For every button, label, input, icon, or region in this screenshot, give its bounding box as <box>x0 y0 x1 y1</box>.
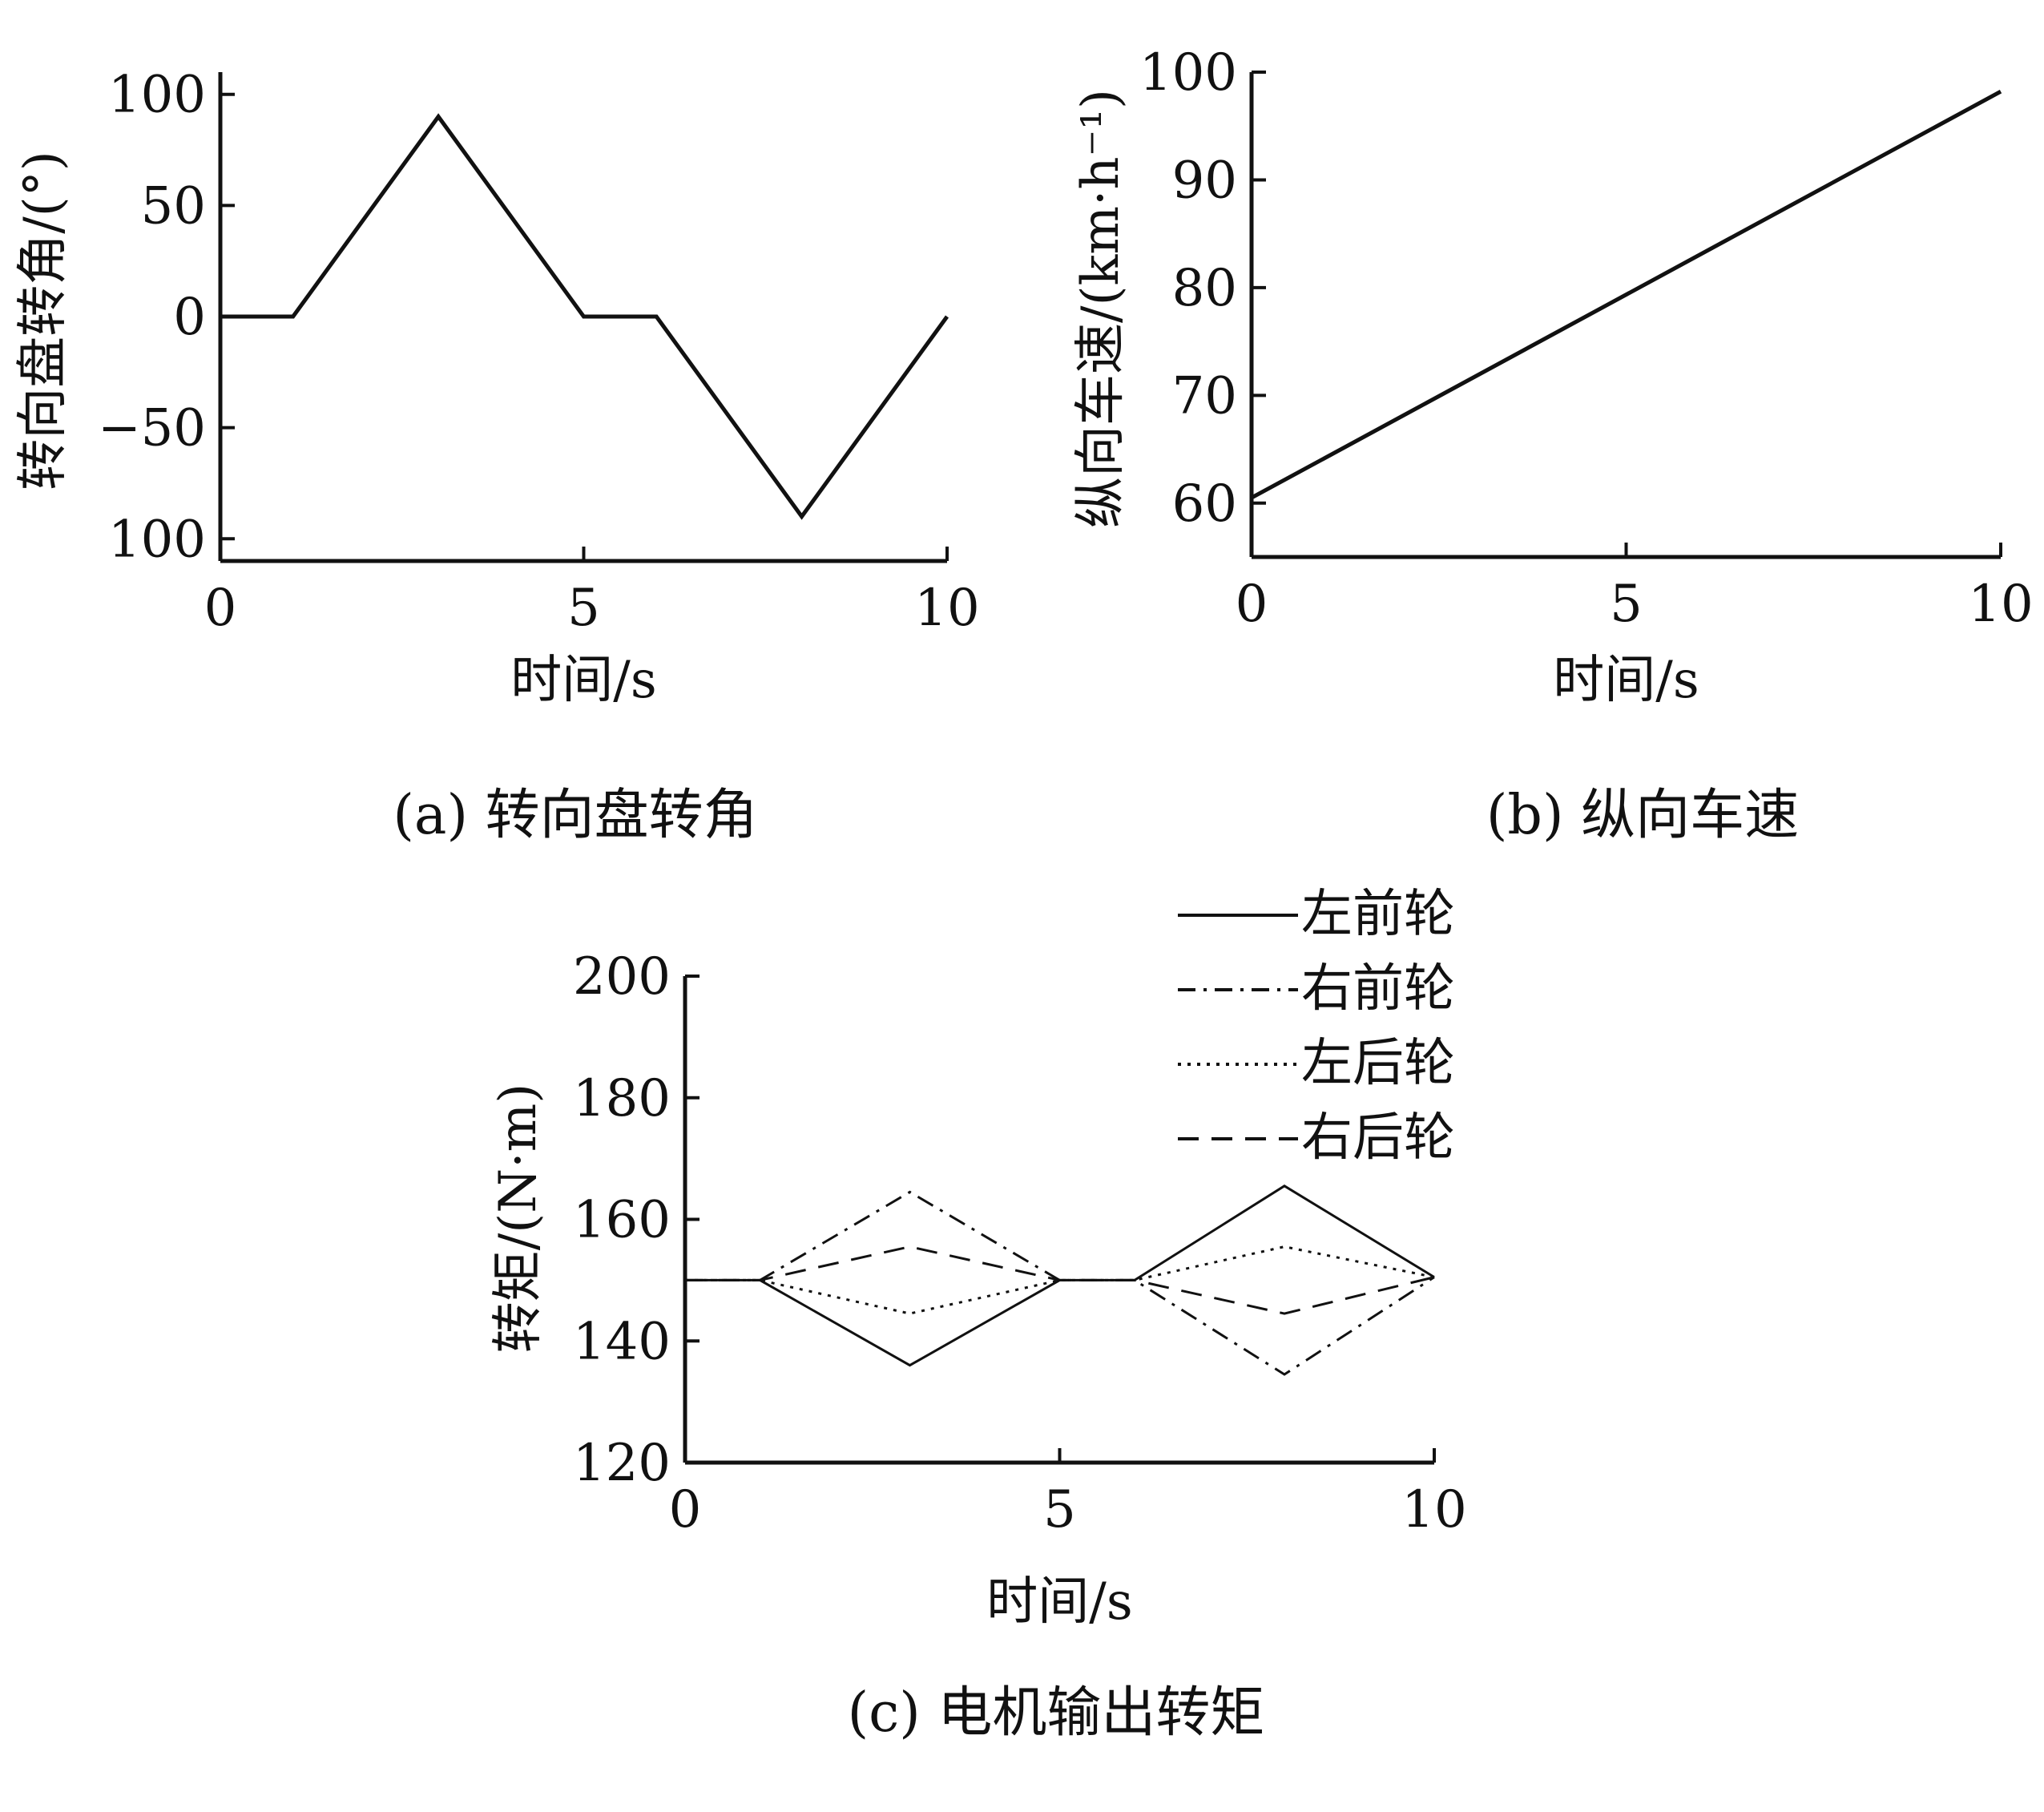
series-line-4 <box>685 1245 1435 1315</box>
y-axis-title: 纵向车速/(km·h⁻¹) <box>1071 89 1131 528</box>
y-tick-label: 80 <box>1172 259 1237 318</box>
y-tick-label: 0 <box>173 288 206 347</box>
series-line-1 <box>1250 90 2002 500</box>
y-tick-label: 100 <box>108 66 206 125</box>
x-axis-title: 时间/s <box>1553 651 1699 710</box>
caption-c: (c) 电机输出转矩 <box>848 1681 1265 1745</box>
x-tick-label: 5 <box>1610 575 1643 634</box>
y-axis-title: 转矩/(N·m) <box>489 1084 548 1354</box>
y-tick-label: 50 <box>141 176 206 236</box>
x-tick-label: 10 <box>914 579 979 638</box>
y-tick-label: 180 <box>573 1069 671 1128</box>
x-tick-label: 5 <box>1043 1480 1076 1540</box>
legend-label-2: 右前轮 <box>1301 959 1455 1019</box>
y-tick-label: 100 <box>108 510 206 569</box>
x-tick-label: 10 <box>1401 1480 1466 1540</box>
y-tick-label: 60 <box>1172 474 1237 534</box>
series-line-1 <box>220 113 949 520</box>
x-tick-label: 10 <box>1968 575 2033 634</box>
y-tick-label: 100 <box>1139 43 1237 103</box>
x-tick-label: 5 <box>567 579 600 638</box>
chart-panel-a: 0 5 10 100 50 0 −50 100 时间/s 转向盘转角/(°) <box>14 66 980 710</box>
series-line-2 <box>685 1190 1435 1376</box>
x-tick-label: 0 <box>1236 575 1268 634</box>
legend-label-3: 左后轮 <box>1301 1034 1455 1093</box>
y-tick-label: 160 <box>573 1191 671 1250</box>
legend-label-4: 右后轮 <box>1301 1108 1455 1168</box>
caption-b: (b) 纵向车速 <box>1486 784 1799 847</box>
x-axis-title: 时间/s <box>986 1572 1132 1632</box>
y-tick-label: 120 <box>573 1434 671 1493</box>
y-tick-label: 70 <box>1172 366 1237 426</box>
x-axis-title: 时间/s <box>510 651 656 710</box>
y-tick-label: 200 <box>573 947 671 1007</box>
chart-panel-c: 0 5 10 200 180 160 140 120 时间/s 转矩/(N·m) 左前轮右前轮左后轮… <box>489 885 1467 1632</box>
legend-label-1: 左前轮 <box>1301 885 1455 944</box>
y-axis-title: 转向盘转角/(°) <box>14 151 73 490</box>
x-tick-label: 0 <box>204 579 237 638</box>
caption-a: (a) 转向盘转角 <box>393 784 757 847</box>
series-line-1 <box>685 1184 1435 1367</box>
y-tick-label: 140 <box>573 1312 671 1371</box>
y-tick-label: 90 <box>1172 151 1237 210</box>
chart-panel-b: 0 5 10 100 90 80 70 60 时间/s 纵向车速/(km·h⁻¹) <box>1071 43 2034 710</box>
y-tick-label: −50 <box>98 399 206 458</box>
x-tick-label: 0 <box>669 1480 702 1540</box>
